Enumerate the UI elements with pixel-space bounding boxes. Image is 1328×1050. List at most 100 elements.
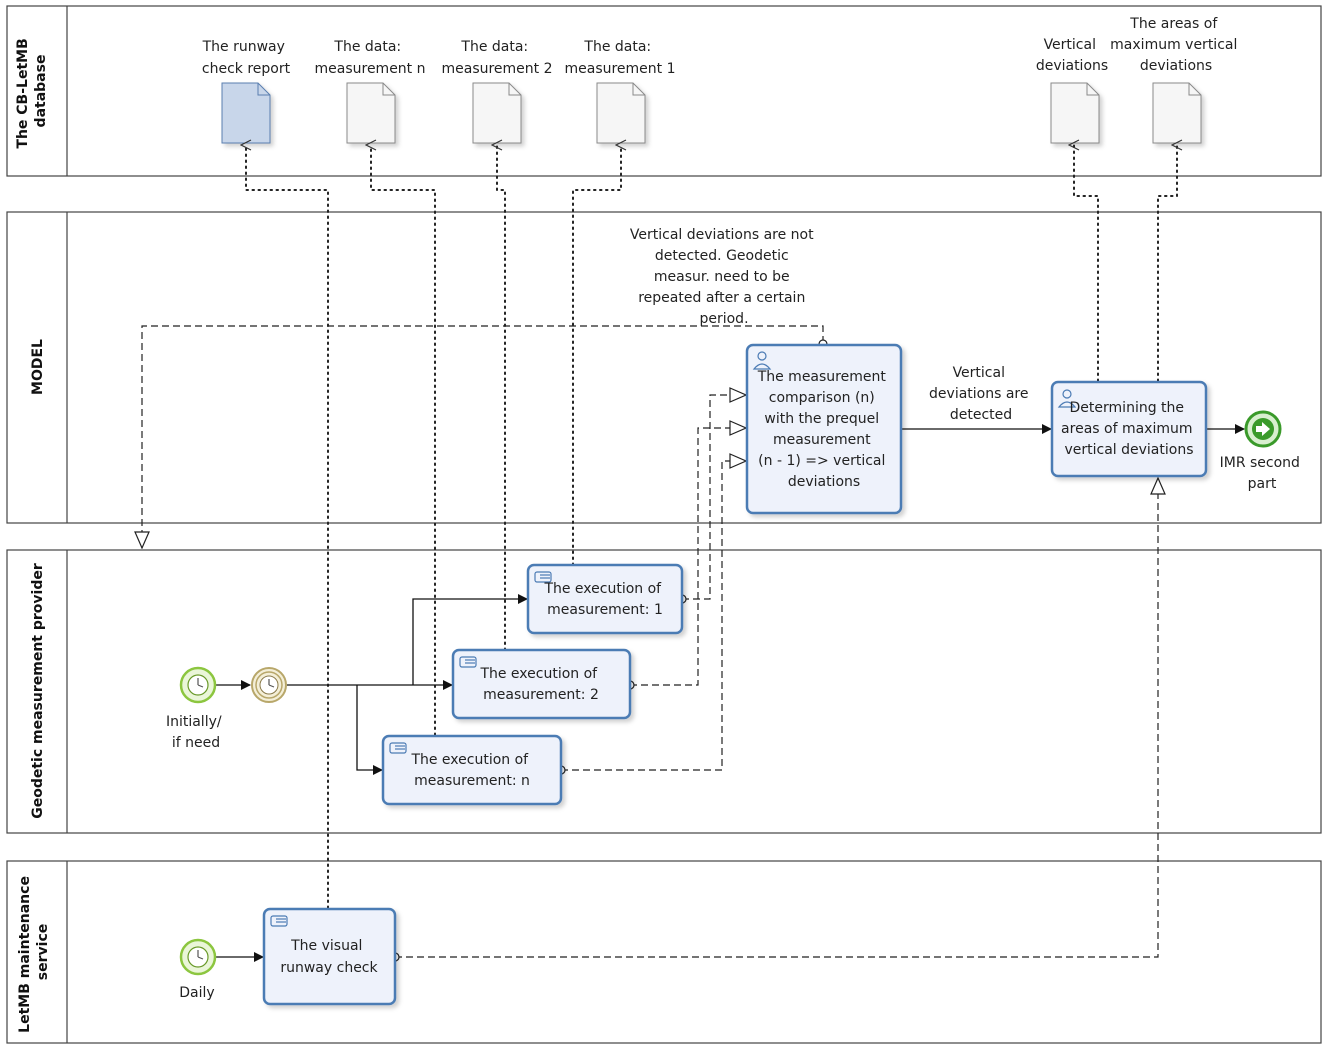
timer-icon	[187, 674, 209, 696]
doc-label-line: measurement 2	[441, 61, 552, 77]
doc-label-line: check report	[202, 61, 291, 77]
doc-label-line: The data:	[460, 39, 528, 55]
task-label-line: vertical deviations	[1064, 442, 1193, 458]
sequence-flows	[215, 424, 1245, 962]
lane-label-line: Geodetic measurement provider	[30, 563, 46, 819]
data-object-measurement-2[interactable]: The data: measurement 2	[441, 39, 553, 144]
svg-text:Determining the areas of: Determining the areas of maximum vertica…	[1061, 400, 1197, 458]
event-label-line: Daily	[179, 985, 214, 1001]
task-label-line: comparison (n)	[769, 390, 875, 406]
doc-label-line: measurement 1	[564, 61, 675, 77]
svg-text:The execution of measure: The execution of measurement: n	[410, 752, 532, 789]
annotation-line: detected. Geodetic	[655, 248, 789, 264]
svg-text:LetMB maintenance servic: LetMB maintenance service	[17, 871, 51, 1033]
manual-task-icon	[534, 571, 552, 583]
task-label-line: The measurement	[757, 369, 887, 385]
task-measurement-comparison[interactable]: The measurement comparison (n) with the …	[745, 343, 903, 515]
task-label-line: The execution of	[479, 666, 598, 682]
svg-text:IMR second part: IMR second part	[1220, 455, 1305, 492]
task-label-line: Determining the	[1070, 400, 1184, 416]
svg-text:Geodetic measurement provider: Geodetic measurement provider	[30, 563, 46, 819]
doc-label-line: deviations	[1036, 58, 1108, 74]
end-event-imr-second-part[interactable]: IMR second part	[1220, 410, 1305, 492]
annotation-line: deviations are	[929, 386, 1028, 402]
task-label-line: areas of maximum	[1061, 421, 1192, 437]
doc-label-line: The data:	[583, 39, 651, 55]
task-label-line: measurement	[773, 432, 871, 448]
data-object-runway-report[interactable]: The runway check report	[202, 39, 291, 144]
svg-text:Vertical deviations are not: Vertical deviations are not detected. Ge…	[630, 227, 818, 327]
svg-text:Daily: Daily	[179, 985, 214, 1001]
task-label-line: The visual	[290, 938, 362, 954]
svg-text:MODEL: MODEL	[30, 339, 46, 395]
manual-task-icon	[389, 742, 407, 754]
task-label-line: measurement: n	[414, 773, 530, 789]
task-visual-runway-check[interactable]: The visual runway check	[262, 907, 397, 1006]
intermediate-timer-event[interactable]	[251, 667, 287, 703]
svg-text:The execution of measure: The execution of measurement: 2	[479, 666, 601, 703]
svg-text:The visual runway check: The visual runway check	[280, 938, 378, 976]
doc-label-line: The runway	[202, 39, 285, 55]
association-lines	[246, 145, 1177, 909]
user-icon	[1057, 389, 1077, 408]
doc-label-line: deviations	[1140, 58, 1212, 74]
svg-text:The data: measurement 2: The data: measurement 2	[441, 39, 552, 77]
doc-label-line: measurement n	[315, 61, 426, 77]
lane-label-line: service	[35, 924, 51, 980]
lane-label-line: database	[33, 55, 49, 128]
lane-database: The CB-LetMB database	[6, 5, 1322, 177]
annotation-not-detected: Vertical deviations are not detected. Ge…	[630, 227, 818, 327]
data-object-vertical-deviations[interactable]: Vertical deviations	[1036, 37, 1108, 144]
task-determining-areas[interactable]: Determining the areas of maximum vertica…	[1050, 380, 1208, 478]
annotation-line: measur. need to be	[654, 269, 790, 285]
task-label-line: The execution of	[543, 581, 662, 597]
data-object-measurement-n[interactable]: The data: measurement n	[315, 39, 426, 144]
event-label-line: Initially/	[166, 714, 222, 730]
doc-label-line: maximum vertical	[1110, 37, 1237, 53]
start-event-initially[interactable]: Initially/ if need	[166, 666, 226, 751]
task-label-line: (n - 1) => vertical	[758, 453, 885, 469]
annotation-line: repeated after a certain	[638, 290, 805, 306]
annotation-line: Vertical	[953, 365, 1005, 381]
task-execution-measurement-1[interactable]: The execution of measurement: 1	[526, 563, 684, 635]
lane-label-line: The CB-LetMB	[15, 38, 31, 148]
task-label-line: measurement: 2	[483, 687, 599, 703]
lane-label-line: LetMB maintenance	[17, 876, 33, 1033]
svg-text:Vertical deviations are: Vertical deviations are detected	[929, 365, 1033, 423]
svg-text:Initially/ if need: Initially/ if need	[166, 714, 226, 751]
annotation-line: detected	[950, 407, 1012, 423]
timer-icon	[187, 946, 209, 968]
event-label-line: IMR second	[1220, 455, 1300, 471]
task-label-line: measurement: 1	[547, 602, 663, 618]
data-object-maximum-areas[interactable]: The areas of maximum vertical deviations	[1110, 16, 1242, 144]
arrow-right-icon	[1256, 422, 1270, 436]
doc-label-line: The data:	[333, 39, 401, 55]
lane-label-line: MODEL	[30, 339, 46, 395]
task-label-line: runway check	[280, 960, 378, 976]
svg-text:The data: measurement n: The data: measurement n	[315, 39, 426, 77]
svg-text:The runway check report: The runway check report	[202, 39, 291, 77]
event-label-line: if need	[172, 735, 220, 751]
timer-icon	[259, 675, 279, 695]
doc-label-line: The areas of	[1129, 16, 1218, 32]
svg-text:The areas of maximum ver: The areas of maximum vertical deviations	[1110, 16, 1242, 74]
task-execution-measurement-n[interactable]: The execution of measurement: n	[381, 734, 563, 806]
task-label-line: The execution of	[410, 752, 529, 768]
task-execution-measurement-2[interactable]: The execution of measurement: 2	[451, 648, 632, 720]
manual-task-icon	[270, 915, 288, 927]
task-label-line: deviations	[788, 474, 860, 490]
svg-text:The execution of measure: The execution of measurement: 1	[543, 581, 665, 618]
svg-text:Vertical deviations: Vertical deviations	[1036, 37, 1108, 74]
data-object-measurement-1[interactable]: The data: measurement 1	[564, 39, 676, 144]
manual-task-icon	[459, 656, 477, 668]
task-label-line: with the prequel	[764, 411, 879, 427]
start-event-daily[interactable]: Daily	[179, 938, 217, 1001]
lane-maintenance: LetMB maintenance service	[6, 860, 1322, 1044]
user-icon	[752, 351, 772, 370]
annotation-line: period.	[699, 311, 748, 327]
svg-text:The CB-LetMB database: The CB-LetMB database	[15, 33, 49, 148]
svg-text:The data: measurement 1: The data: measurement 1	[564, 39, 675, 77]
annotation-detected: Vertical deviations are detected	[929, 365, 1033, 423]
event-label-line: part	[1248, 476, 1277, 492]
